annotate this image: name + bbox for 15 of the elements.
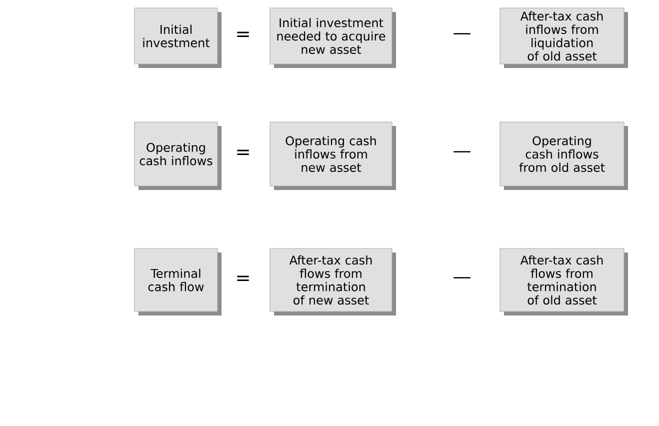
formula-box: After-tax cash flows from termination of old asset [500,248,628,316]
formula-box: After-tax cash inflows from liquidation of old asset [500,8,628,68]
operator-sign: — [454,33,470,34]
operator-sign: — [454,277,470,278]
formula-box: Operating cash inflows [134,122,222,190]
formula-box: Operating cash inflows from old asset [500,122,628,190]
formula-box: Initial investment needed to acquire new asset [270,8,396,68]
formula-box: Operating cash inflows from new asset [270,122,396,190]
formula-box: Initial investment [134,8,222,68]
formula-box: Terminal cash flow [134,248,222,316]
operator-sign: = [237,32,249,38]
operator-sign: = [237,276,249,282]
formula-box: After-tax cash flows from termination of new asset [270,248,396,316]
operator-sign: = [237,150,249,156]
operator-sign: — [454,151,470,152]
